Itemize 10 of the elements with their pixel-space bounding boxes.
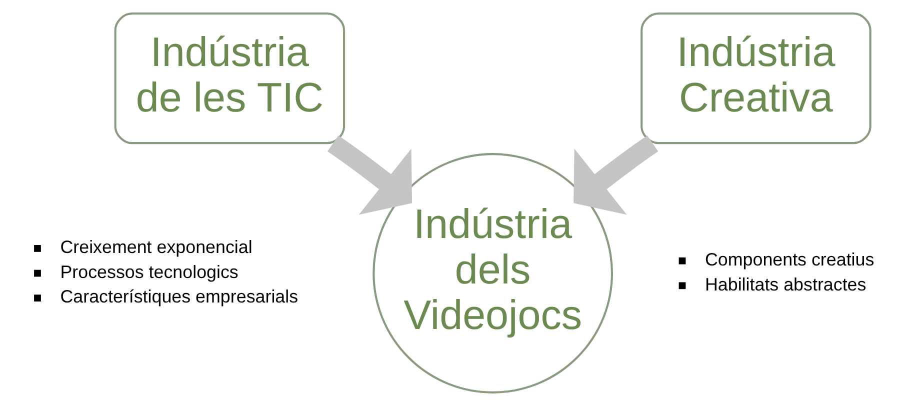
label: Característiques empresarials — [60, 286, 298, 307]
label: Creixement exponencial — [60, 237, 252, 258]
arrow — [573, 136, 658, 215]
label: Habilitats abstractes — [704, 274, 866, 294]
label: Processos tecnologics — [60, 262, 238, 282]
label: Components creatius — [704, 250, 874, 270]
node-box: Indústria de les TIC — [114, 12, 345, 144]
node-circle: Indústria dels Videojocs — [372, 153, 613, 394]
node-box: Indústria Creativa — [640, 12, 871, 144]
arrow — [326, 136, 412, 215]
